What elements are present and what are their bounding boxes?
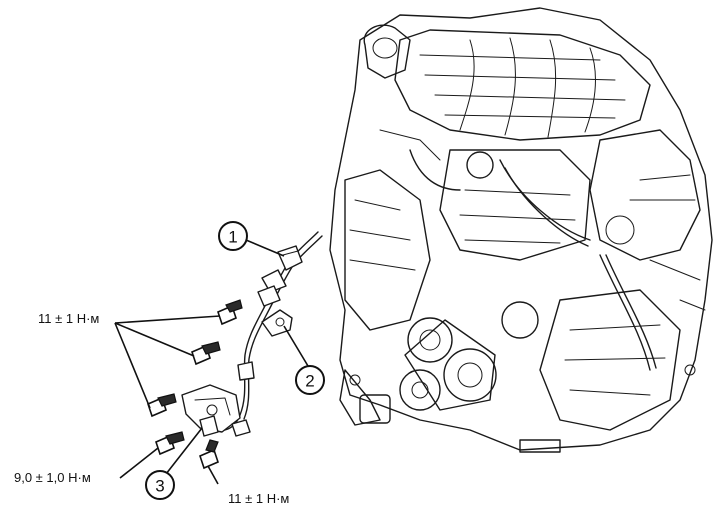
torque-label-bottom: 11 ± 1 Н·м	[228, 491, 289, 506]
callout-1-label: 1	[228, 228, 237, 247]
connector-part-1	[277, 245, 303, 271]
callout-3: 3	[145, 470, 175, 500]
bolt-upper-3	[147, 393, 177, 418]
bolt-upper-1	[217, 299, 243, 326]
callout-2-label: 2	[305, 372, 314, 391]
bolt-left	[155, 431, 185, 456]
torque-label-upper: 11 ± 1 Н·м	[38, 311, 99, 326]
bracket-part-3	[181, 384, 251, 437]
callout-3-label: 3	[155, 477, 164, 496]
engine-block-illustration	[329, 7, 713, 453]
callout-2: 2	[295, 365, 325, 395]
wiring-harness-assembly	[181, 231, 323, 437]
bolt-bottom	[199, 439, 219, 470]
torque-label-left: 9,0 ± 1,0 Н·м	[14, 470, 91, 485]
sensor-part-2	[261, 309, 293, 337]
callout-1: 1	[218, 221, 248, 251]
bolt-upper-2	[191, 341, 221, 366]
leader-lines	[114, 239, 309, 485]
